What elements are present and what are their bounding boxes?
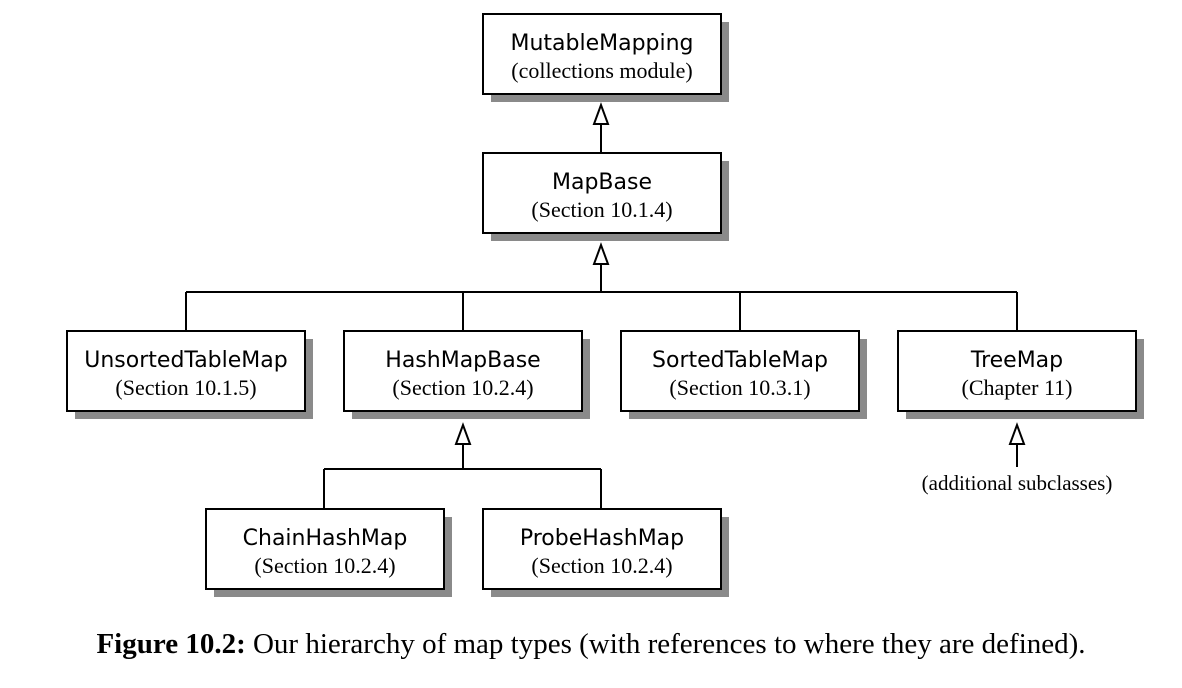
- node-name: ChainHashMap: [243, 526, 408, 551]
- node-name: SortedTableMap: [652, 348, 828, 373]
- node-name: ProbeHashMap: [520, 526, 684, 551]
- node-name: HashMapBase: [385, 348, 540, 373]
- node-ref: (Section 10.2.4): [254, 553, 395, 578]
- node-ref: (Chapter 11): [962, 375, 1073, 400]
- additional-subclasses-label: (additional subclasses): [922, 471, 1113, 495]
- edge-additional-to-treemap: [1008, 422, 1026, 467]
- edge-level2-to-mapbase: [185, 242, 1018, 330]
- node-ref: (Section 10.3.1): [669, 375, 810, 400]
- node-name: UnsortedTableMap: [84, 348, 287, 373]
- node-probehashmap: ProbeHashMap (Section 10.2.4): [482, 508, 729, 597]
- edge-level3-to-hashmapbase: [323, 422, 602, 508]
- node-ref: (Section 10.1.4): [531, 197, 672, 222]
- figure-caption: Figure 10.2: Our hierarchy of map types …: [0, 628, 1182, 661]
- class-hierarchy-diagram: MutableMapping (collections module) MapB…: [66, 13, 1144, 597]
- node-name: MutableMapping: [510, 31, 693, 56]
- node-ref: (Section 10.1.5): [115, 375, 256, 400]
- node-sortedtablemap: SortedTableMap (Section 10.3.1): [620, 330, 867, 419]
- node-ref: (collections module): [511, 58, 692, 83]
- node-name: TreeMap: [970, 348, 1063, 373]
- node-ref: (Section 10.2.4): [531, 553, 672, 578]
- node-mapbase: MapBase (Section 10.1.4): [482, 152, 729, 241]
- caption-text: Our hierarchy of map types (with referen…: [252, 628, 1086, 660]
- edge-mapbase-to-mutablemapping: [592, 102, 610, 152]
- node-ref: (Section 10.2.4): [392, 375, 533, 400]
- node-treemap: TreeMap (Chapter 11): [897, 330, 1144, 419]
- caption-label: Figure 10.2:: [96, 628, 246, 660]
- node-unsortedtablemap: UnsortedTableMap (Section 10.1.5): [66, 330, 313, 419]
- node-mutablemapping: MutableMapping (collections module): [482, 13, 729, 102]
- node-name: MapBase: [552, 170, 652, 195]
- node-chainhashmap: ChainHashMap (Section 10.2.4): [205, 508, 452, 597]
- node-hashmapbase: HashMapBase (Section 10.2.4): [343, 330, 590, 419]
